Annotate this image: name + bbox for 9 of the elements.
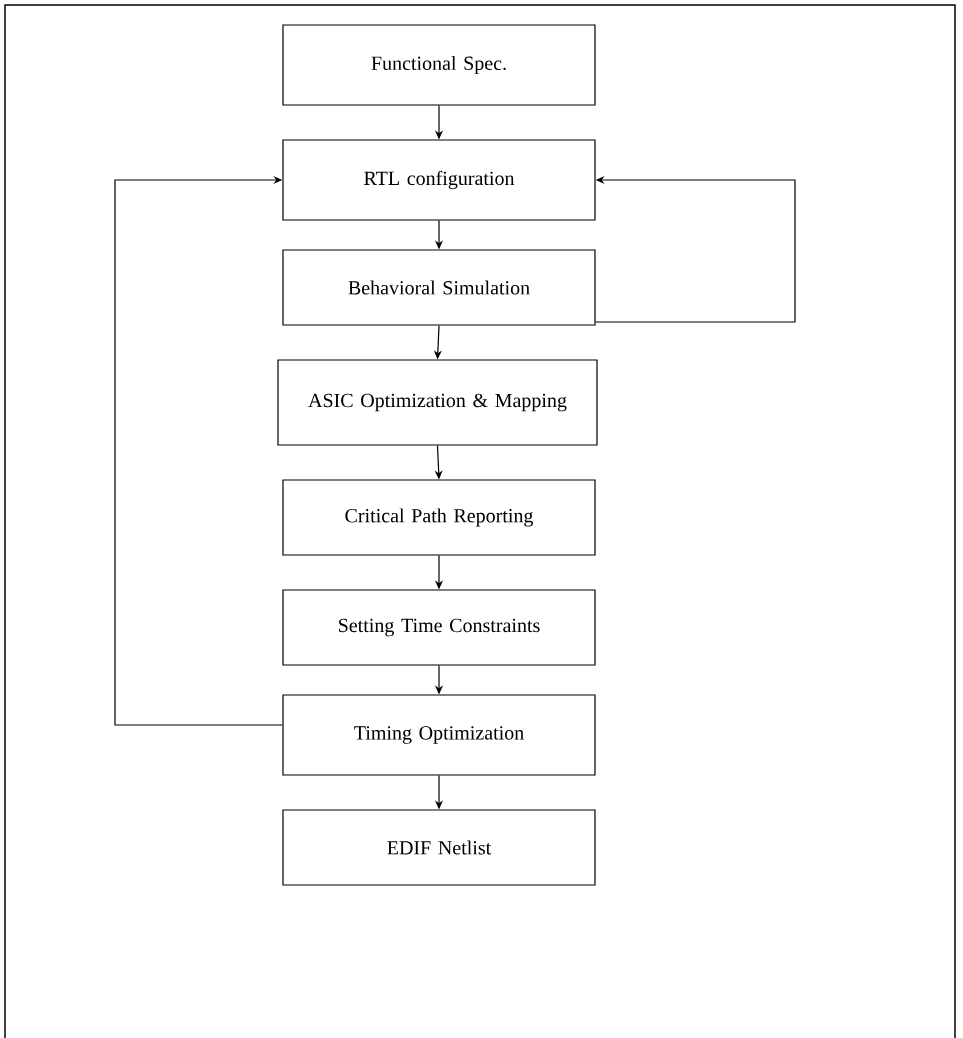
process-box: Setting Time Constraints (282, 589, 596, 666)
process-box: EDIF Netlist (282, 809, 596, 886)
process-box: Timing Optimization (282, 694, 596, 776)
process-box: ASIC Optimization & Mapping (277, 359, 598, 446)
arrow (114, 175, 283, 726)
process-box: Critical Path Reporting (282, 479, 596, 556)
process-box: RTL configuration (282, 139, 596, 221)
process-box: Behavioral Simulation (282, 249, 596, 326)
process-box: Functional Spec. (282, 24, 596, 106)
